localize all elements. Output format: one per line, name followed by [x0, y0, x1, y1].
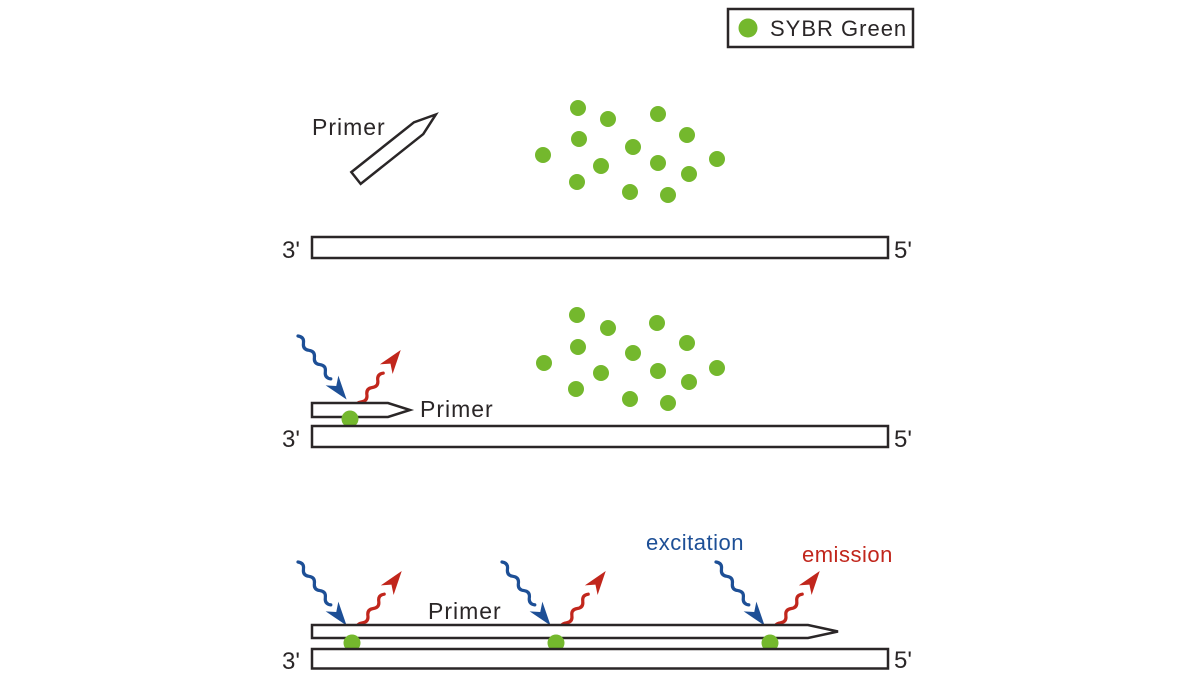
free-sybr-dots-panel2 — [536, 307, 725, 411]
sybr-green-dot — [660, 187, 676, 203]
dna-template-strand-3 — [310, 647, 890, 670]
sybr-green-dot — [570, 339, 586, 355]
sybr-green-dot — [709, 360, 725, 376]
primer-label-2: Primer — [420, 396, 494, 422]
emission-arrow — [355, 571, 402, 632]
free-primer-icon — [349, 112, 439, 186]
sybr-green-dot — [600, 320, 616, 336]
primer-label-1: Primer — [312, 114, 386, 140]
excitation-arrow — [714, 560, 765, 626]
bound-sybr-dots-panel3 — [343, 634, 779, 652]
panel-denaturation: Primer 3' 5' — [282, 100, 912, 264]
sybr-green-dot — [341, 410, 359, 428]
sybr-green-dot — [625, 345, 641, 361]
three-prime-label-2: 3' — [282, 426, 300, 453]
sybr-green-dot — [600, 111, 616, 127]
sybr-green-dot — [679, 127, 695, 143]
sybr-green-dot — [622, 184, 638, 200]
excitation-arrow — [500, 560, 551, 626]
dna-template-strand-1 — [310, 235, 890, 260]
sybr-green-dot — [679, 335, 695, 351]
sybr-green-dot — [593, 158, 609, 174]
sybr-green-dot — [660, 395, 676, 411]
emission-arrow — [559, 571, 606, 632]
excitation-label: excitation — [646, 530, 744, 555]
five-prime-label-2: 5' — [894, 426, 912, 453]
emission-arrow — [773, 571, 820, 632]
five-prime-label-3: 5' — [894, 647, 912, 674]
sybr-green-dot — [569, 174, 585, 190]
bound-sybr-dots-panel2 — [341, 410, 359, 428]
panel-extension: excitation emission — [282, 530, 912, 675]
legend-label: SYBR Green — [770, 16, 907, 41]
sybr-green-dot — [622, 391, 638, 407]
sybr-green-dot — [649, 315, 665, 331]
panel-annealing: Primer 3' 5' — [282, 307, 912, 453]
sybr-green-dot — [681, 374, 697, 390]
sybr-green-dot — [761, 634, 779, 652]
free-sybr-dots-panel1 — [535, 100, 725, 203]
sybr-green-dot — [625, 139, 641, 155]
sybr-green-dot — [536, 355, 552, 371]
legend-box — [726, 7, 915, 49]
sybr-green-dot — [709, 151, 725, 167]
sybr-green-dot — [571, 131, 587, 147]
legend: SYBR Green — [726, 7, 915, 49]
sybr-green-dot — [650, 106, 666, 122]
sybr-green-dot — [343, 634, 361, 652]
sybr-green-legend-dot-icon — [738, 18, 758, 38]
sybr-green-dot — [650, 363, 666, 379]
primer-label-3: Primer — [428, 598, 502, 624]
emission-label: emission — [802, 542, 893, 567]
sybr-green-dot — [681, 166, 697, 182]
three-prime-label-3: 3' — [282, 648, 300, 675]
extended-primer-icon — [310, 623, 839, 640]
five-prime-label-1: 5' — [894, 237, 912, 264]
excitation-arrow — [296, 560, 347, 626]
sybr-green-dot — [570, 100, 586, 116]
sybr-green-dot — [593, 365, 609, 381]
sybr-green-dot — [535, 147, 551, 163]
excitation-arrow — [296, 334, 347, 400]
three-prime-label-1: 3' — [282, 237, 300, 264]
sybr-green-dot — [547, 634, 565, 652]
sybr-green-dot — [568, 381, 584, 397]
sybr-green-dot — [650, 155, 666, 171]
annealed-primer-icon — [310, 401, 415, 419]
dna-template-strand-2 — [310, 424, 890, 449]
sybr-green-dot — [569, 307, 585, 323]
